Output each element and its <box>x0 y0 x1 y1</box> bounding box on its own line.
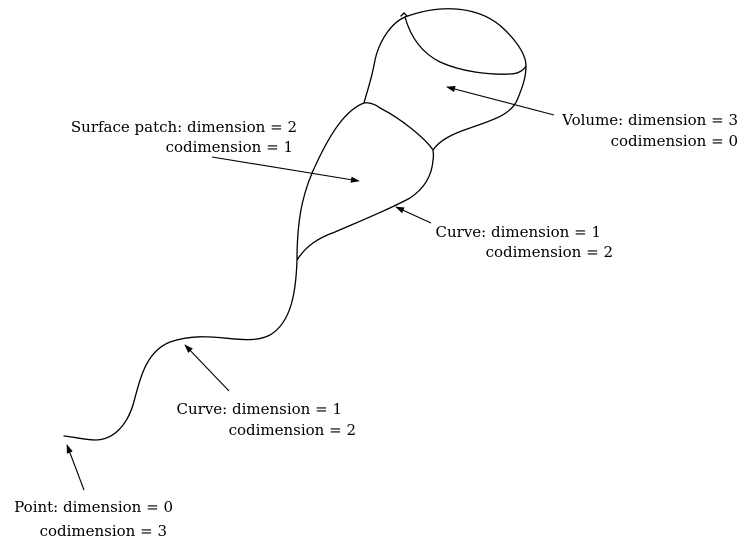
volume-label-line2: codimension = 0 <box>611 132 738 150</box>
point-label: Point: dimension = 0 codimension = 3 <box>14 498 173 540</box>
curve-lower-label-line2: codimension = 2 <box>229 421 356 439</box>
curve-upper-arrow <box>395 206 432 224</box>
point-label-line2: codimension = 3 <box>40 522 167 540</box>
volume-shape <box>363 8 527 151</box>
surface-label: Surface patch: dimension = 2 codimension… <box>71 118 297 156</box>
point-arrow <box>66 444 85 491</box>
volume-label-line1: Volume: dimension = 3 <box>561 111 738 129</box>
surface-arrow <box>211 156 360 183</box>
curve-lower-label-line1: Curve: dimension = 1 <box>177 400 342 418</box>
curve-lower-label: Curve: dimension = 1 codimension = 2 <box>177 400 356 439</box>
volume-label: Volume: dimension = 3 codimension = 0 <box>561 111 738 150</box>
point-label-line1: Point: dimension = 0 <box>14 498 173 516</box>
surface-label-line2: codimension = 1 <box>166 138 293 156</box>
curve-lower-arrow <box>184 344 230 392</box>
surface-patch-shape <box>296 102 435 261</box>
curve-upper-label-line1: Curve: dimension = 1 <box>436 223 601 241</box>
surface-label-line1: Surface patch: dimension = 2 <box>71 118 297 136</box>
volume-arrow <box>446 86 555 116</box>
curve-shape <box>63 259 298 441</box>
curve-upper-label-line2: codimension = 2 <box>486 243 613 261</box>
curve-upper-label: Curve: dimension = 1 codimension = 2 <box>436 223 613 261</box>
